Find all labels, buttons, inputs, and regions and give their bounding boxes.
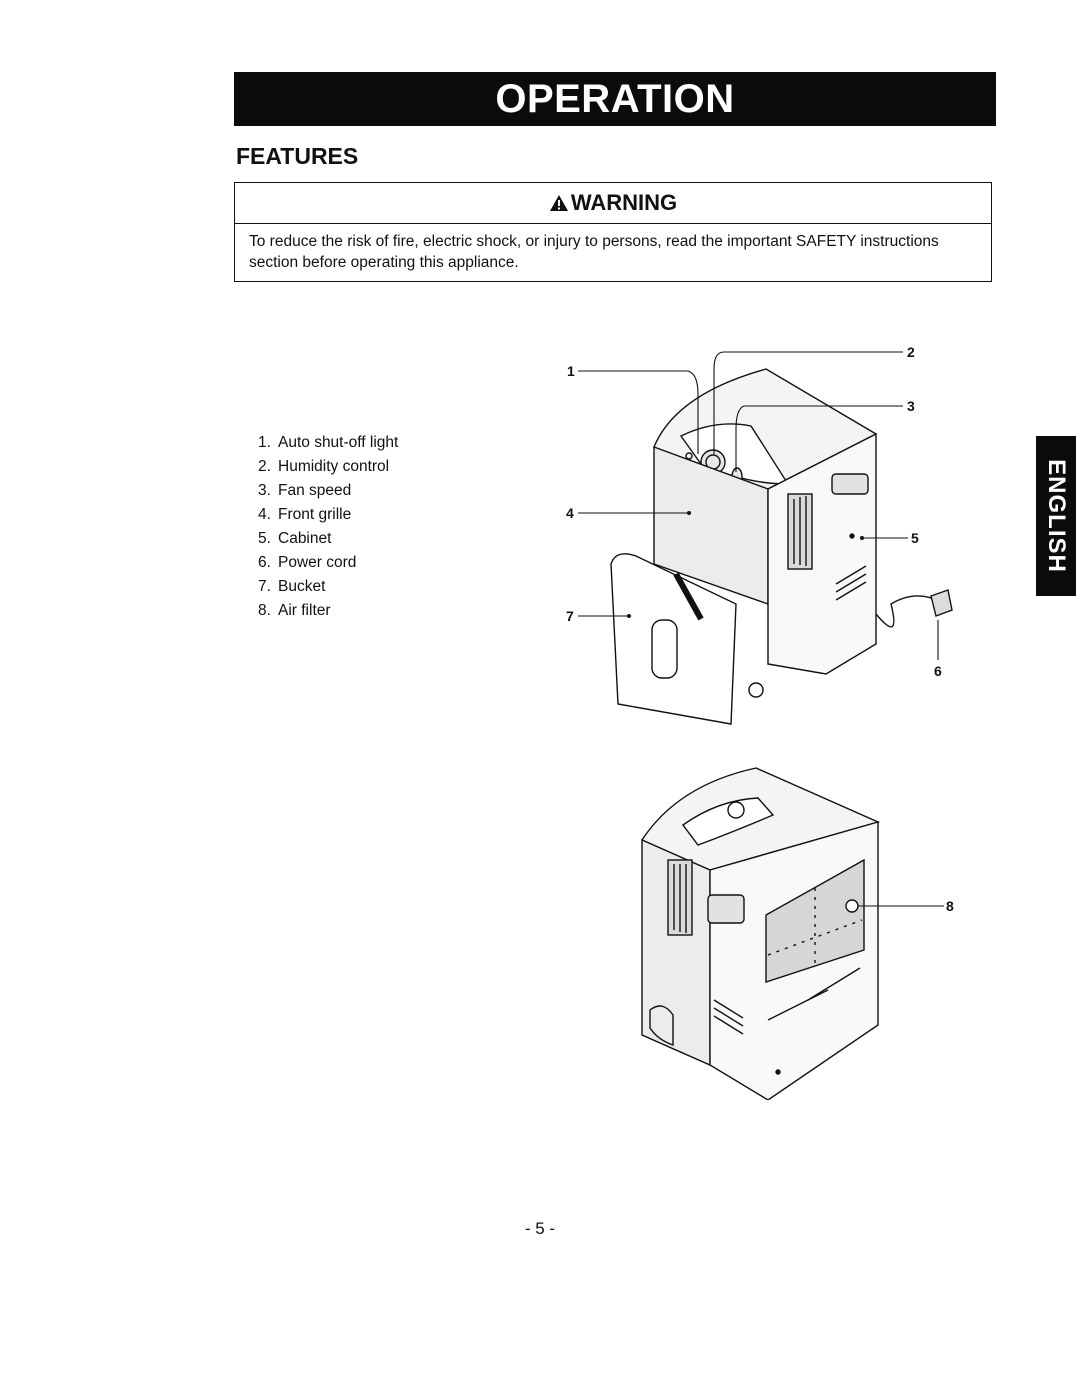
list-label: Auto shut-off light (278, 434, 399, 451)
callout-1: 1 (567, 363, 575, 379)
language-label: ENGLISH (1043, 459, 1070, 573)
list-item: 6. Power cord (258, 551, 398, 575)
list-number: 3. (258, 482, 271, 499)
warning-triangle-icon (549, 195, 568, 211)
callout-6: 6 (934, 663, 942, 679)
list-item: 8. Air filter (258, 599, 398, 623)
list-label: Power cord (278, 554, 357, 571)
list-number: 1. (258, 434, 271, 451)
features-list: 1. Auto shut-off light 2. Humidity control… (258, 431, 398, 623)
list-number: 8. (258, 602, 271, 619)
list-item: 2. Humidity control (258, 455, 398, 479)
list-item: 3. Fan speed (258, 479, 398, 503)
callout-8: 8 (946, 898, 954, 914)
list-item: 7. Bucket (258, 575, 398, 599)
list-number: 7. (258, 578, 271, 595)
callout-7: 7 (566, 608, 574, 624)
list-number: 4. (258, 506, 271, 523)
callout-3: 3 (907, 398, 915, 414)
list-number: 5. (258, 530, 271, 547)
list-number: 2. (258, 458, 271, 475)
list-label: Front grille (278, 506, 352, 523)
section-heading: FEATURES (236, 143, 359, 169)
list-label: Cabinet (278, 530, 332, 547)
warning-text: To reduce the risk of fire, electric sho… (249, 233, 939, 271)
list-number: 6. (258, 554, 271, 571)
list-label: Air filter (278, 602, 331, 619)
page-title: OPERATION (495, 76, 735, 121)
title-bar: OPERATION (234, 72, 996, 126)
warning-box: WARNING To reduce the risk of fire, elec… (234, 182, 992, 282)
list-label: Bucket (278, 578, 326, 595)
callout-4: 4 (566, 505, 574, 521)
list-label: Humidity control (278, 458, 390, 475)
page-number: - 5 - (524, 1219, 556, 1238)
dehumidifier-rear-illustration: 8 (641, 767, 954, 1100)
language-tab: ENGLISH (1036, 436, 1076, 596)
warning-label: WARNING (570, 190, 678, 215)
warning-header: WARNING (235, 183, 991, 224)
list-label: Fan speed (278, 482, 352, 499)
list-item: 5. Cabinet (258, 527, 398, 551)
list-item: 4. Front grille (258, 503, 398, 527)
dehumidifier-front-illustration: 1 2 3 4 5 7 6 (566, 344, 953, 725)
callout-5: 5 (911, 530, 919, 546)
callout-2: 2 (907, 344, 915, 360)
list-item: 1. Auto shut-off light (258, 431, 398, 455)
